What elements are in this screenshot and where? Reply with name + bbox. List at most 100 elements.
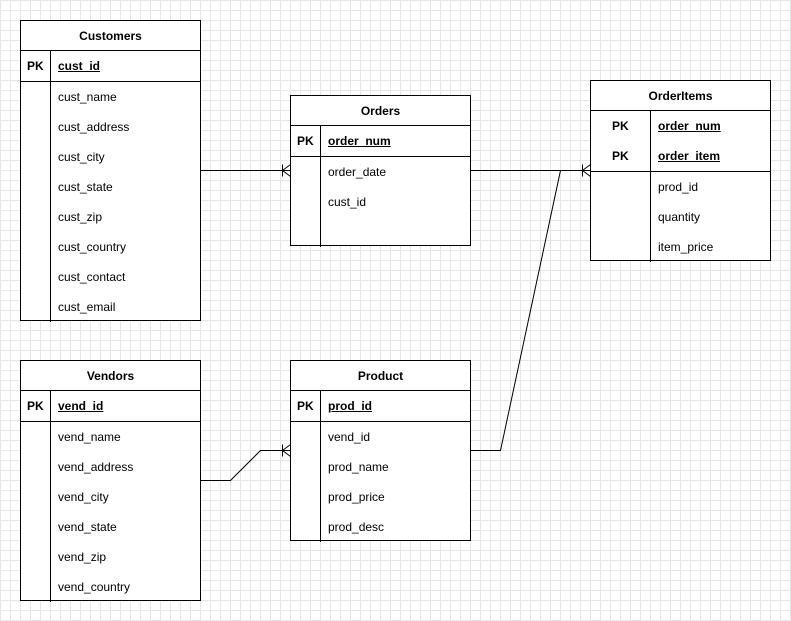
orders-orderitems-crowfoot-icon xyxy=(581,164,591,177)
pk-label: PK xyxy=(21,391,51,421)
attribute-field: cust_name xyxy=(58,90,117,104)
attribute-field: quantity xyxy=(658,210,701,224)
key-cell-empty xyxy=(591,232,651,262)
orders-orderitems-connector[interactable] xyxy=(470,164,591,177)
key-cell-empty xyxy=(21,142,51,172)
attribute-field: vend_country xyxy=(58,580,131,594)
key-cell-empty xyxy=(291,452,321,482)
attribute-row[interactable]: vend_name xyxy=(21,422,200,452)
attribute-row[interactable]: cust_city xyxy=(21,142,200,172)
key-cell-empty xyxy=(291,422,321,452)
primary-key-field: order_item xyxy=(658,149,721,163)
attribute-row[interactable]: prod_desc xyxy=(291,512,470,542)
attribute-field: cust_zip xyxy=(58,210,103,224)
attribute-row[interactable]: vend_state xyxy=(21,512,200,542)
primary-key-row[interactable]: PK order_num xyxy=(591,111,770,141)
key-cell-empty xyxy=(21,262,51,292)
attribute-row[interactable]: cust_email xyxy=(21,292,200,322)
key-cell-empty xyxy=(21,172,51,202)
vendors-product-crowfoot-icon xyxy=(281,444,291,457)
attribute-field: vend_zip xyxy=(58,550,107,564)
attribute-field: prod_id xyxy=(658,180,699,194)
attribute-field: cust_contact xyxy=(58,270,126,284)
key-cell-empty xyxy=(21,542,51,572)
attribute-row[interactable]: vend_address xyxy=(21,452,200,482)
pk-label: PK xyxy=(291,391,321,421)
attribute-field: cust_city xyxy=(58,150,105,164)
orders-title: Orders xyxy=(291,96,470,126)
key-cell-empty xyxy=(21,292,51,322)
attribute-row[interactable]: vend_zip xyxy=(21,542,200,572)
primary-key-field: cust_id xyxy=(58,59,101,73)
product-orderitems-connector[interactable] xyxy=(470,170,561,451)
orders-attribute-list: order_date cust_id xyxy=(291,157,470,247)
key-cell-empty xyxy=(21,482,51,512)
vendors-product-line xyxy=(200,450,291,481)
attribute-row[interactable]: cust_contact xyxy=(21,262,200,292)
key-cell-empty xyxy=(591,172,651,202)
primary-key-field: prod_id xyxy=(328,399,372,413)
orderitems-title: OrderItems xyxy=(591,81,770,111)
product-orderitems-line xyxy=(470,170,561,451)
attribute-row[interactable]: cust_country xyxy=(21,232,200,262)
attribute-field: vend_state xyxy=(58,520,117,534)
attribute-row[interactable]: cust_name xyxy=(21,82,200,112)
attribute-row[interactable]: vend_id xyxy=(291,422,470,452)
primary-key-field: order_num xyxy=(658,119,721,133)
pk-label: PK xyxy=(591,141,651,171)
attribute-field: vend_id xyxy=(328,430,371,444)
customers-orders-connector[interactable] xyxy=(200,164,291,177)
attribute-field: vend_city xyxy=(58,490,109,504)
primary-key-row[interactable]: PK vend_id xyxy=(21,391,200,421)
primary-key-row[interactable]: PK cust_id xyxy=(21,51,200,81)
attribute-row[interactable]: cust_address xyxy=(21,112,200,142)
attribute-row[interactable]: prod_id xyxy=(591,172,770,202)
attribute-row[interactable]: quantity xyxy=(591,202,770,232)
attribute-row[interactable]: cust_id xyxy=(291,187,470,217)
attribute-row[interactable]: item_price xyxy=(591,232,770,262)
key-cell-empty xyxy=(291,217,321,247)
key-cell-empty xyxy=(21,512,51,542)
customers-primary-key-section: PK cust_id xyxy=(21,51,200,82)
attribute-row[interactable] xyxy=(291,217,470,247)
attribute-field: order_date xyxy=(328,165,387,179)
attribute-row[interactable]: prod_name xyxy=(291,452,470,482)
customers-orders-crowfoot-icon xyxy=(281,164,291,177)
attribute-field: cust_email xyxy=(58,300,116,314)
attribute-row[interactable]: cust_zip xyxy=(21,202,200,232)
key-cell-empty xyxy=(21,112,51,142)
attribute-row[interactable]: vend_city xyxy=(21,482,200,512)
primary-key-field: vend_id xyxy=(58,399,104,413)
attribute-field: item_price xyxy=(658,240,714,254)
pk-label: PK xyxy=(21,51,51,81)
key-cell-empty xyxy=(291,187,321,217)
customers-attribute-list: cust_name cust_address cust_city cust_state… xyxy=(21,82,200,322)
attribute-row[interactable]: prod_price xyxy=(291,482,470,512)
key-cell-empty xyxy=(21,572,51,602)
attribute-field: cust_address xyxy=(58,120,130,134)
pk-label: PK xyxy=(591,111,651,141)
attribute-row[interactable]: cust_state xyxy=(21,172,200,202)
attribute-row[interactable]: vend_country xyxy=(21,572,200,602)
primary-key-row[interactable]: PK order_item xyxy=(591,141,770,171)
attribute-row[interactable]: order_date xyxy=(291,157,470,187)
primary-key-row[interactable]: PK prod_id xyxy=(291,391,470,421)
key-cell-empty xyxy=(591,202,651,232)
attribute-field: vend_name xyxy=(58,430,121,444)
vendors-product-connector[interactable] xyxy=(200,444,291,481)
key-cell-empty xyxy=(21,452,51,482)
key-cell-empty xyxy=(291,157,321,187)
vendors-primary-key-section: PK vend_id xyxy=(21,391,200,422)
attribute-field: prod_desc xyxy=(328,520,385,534)
primary-key-field: order_num xyxy=(328,134,391,148)
